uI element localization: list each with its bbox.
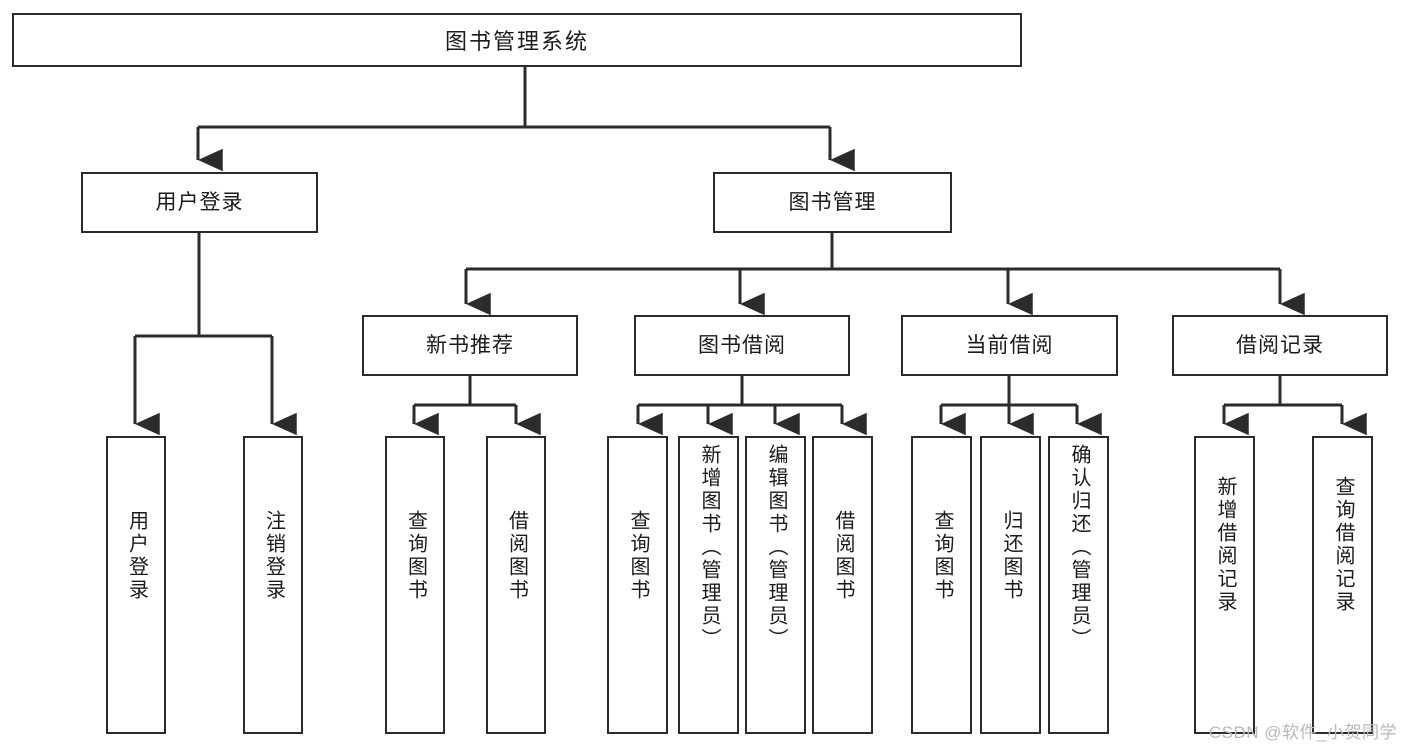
csdn-watermark: CSDN @软件_小贺同学 [1208, 723, 1397, 742]
leaf-add-borrow-record[interactable]: 新增借阅记录 [1194, 436, 1255, 734]
node-user-login[interactable]: 用户登录 [81, 172, 318, 233]
leaf-borrow-book-borrow[interactable]: 借阅图书 [812, 436, 873, 734]
leaf-add-borrow-record-label: 新增借阅记录 [1214, 476, 1236, 614]
leaf-query-book-recommend-label: 查询图书 [404, 510, 427, 602]
leaf-query-book-current[interactable]: 查询图书 [911, 436, 972, 734]
leaf-logout[interactable]: 注销登录 [243, 436, 303, 734]
node-book-borrow[interactable]: 图书借阅 [634, 315, 850, 376]
node-book-management[interactable]: 图书管理 [713, 172, 952, 233]
node-root-label: 图书管理系统 [444, 29, 589, 54]
leaf-borrow-book-borrow-label: 借阅图书 [832, 510, 854, 602]
node-current-borrow-label: 当前借阅 [965, 333, 1054, 357]
leaf-query-borrow-record-label: 查询借阅记录 [1332, 476, 1354, 614]
leaf-add-book-admin[interactable]: 新增图书（管理员） [678, 436, 739, 734]
node-new-book-recommend-label: 新书推荐 [426, 333, 514, 357]
leaf-borrow-book-recommend-label: 借阅图书 [505, 510, 528, 602]
node-borrow-record-label: 借阅记录 [1236, 333, 1324, 357]
node-root[interactable]: 图书管理系统 [12, 13, 1022, 67]
leaf-confirm-return-admin-label: 确认归还（管理员） [1068, 444, 1090, 651]
node-book-borrow-label: 图书借阅 [698, 333, 786, 357]
leaf-query-book-recommend[interactable]: 查询图书 [385, 436, 445, 734]
leaf-query-book-current-label: 查询图书 [931, 510, 953, 602]
leaf-add-book-admin-label: 新增图书（管理员） [698, 444, 720, 651]
node-new-book-recommend[interactable]: 新书推荐 [362, 315, 578, 376]
node-current-borrow[interactable]: 当前借阅 [901, 315, 1118, 376]
leaf-logout-label: 注销登录 [262, 510, 285, 602]
node-borrow-record[interactable]: 借阅记录 [1172, 315, 1388, 376]
leaf-confirm-return-admin[interactable]: 确认归还（管理员） [1048, 436, 1109, 734]
node-user-login-label: 用户登录 [155, 190, 244, 214]
leaf-query-borrow-record[interactable]: 查询借阅记录 [1312, 436, 1373, 734]
leaf-query-book-borrow-label: 查询图书 [627, 510, 649, 602]
node-book-management-label: 图书管理 [788, 190, 877, 214]
leaf-borrow-book-recommend[interactable]: 借阅图书 [486, 436, 546, 734]
leaf-edit-book-admin-label: 编辑图书（管理员） [765, 444, 787, 651]
leaf-return-book-label: 归还图书 [1000, 510, 1022, 602]
leaf-query-book-borrow[interactable]: 查询图书 [607, 436, 668, 734]
leaf-user-login[interactable]: 用户登录 [106, 436, 166, 734]
leaf-user-login-label: 用户登录 [125, 510, 148, 602]
leaf-edit-book-admin[interactable]: 编辑图书（管理员） [745, 436, 806, 734]
leaf-return-book[interactable]: 归还图书 [980, 436, 1041, 734]
